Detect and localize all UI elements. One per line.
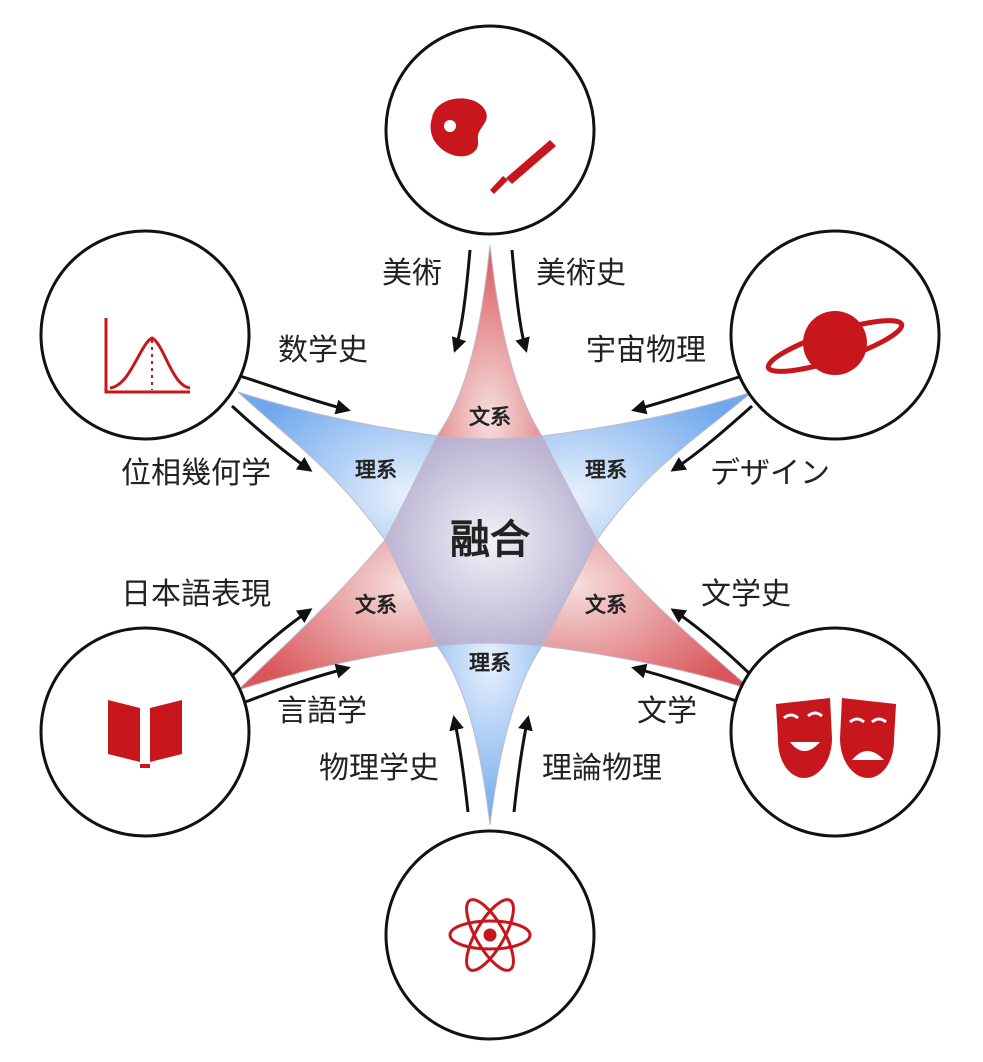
node-astro bbox=[729, 229, 941, 441]
label-theater-lower: 文学 bbox=[637, 694, 697, 729]
arrow-astro-lower bbox=[670, 404, 753, 472]
arrows bbox=[230, 249, 754, 813]
label-theater-upper: 文学史 bbox=[701, 577, 791, 612]
arrow-theater-upper bbox=[670, 608, 754, 678]
region-center bbox=[384, 435, 598, 647]
arrow-physics-right bbox=[512, 715, 533, 813]
theater-masks-icon bbox=[776, 698, 896, 778]
region-tag-upper-right: 理系 bbox=[585, 458, 627, 482]
label-physics-right: 理論物理 bbox=[542, 751, 662, 786]
palette-brush-icon bbox=[430, 98, 556, 194]
node-literature bbox=[39, 626, 251, 838]
region-tag-upper-left: 理系 bbox=[355, 458, 397, 482]
arrow-art-right bbox=[510, 249, 530, 353]
node-math bbox=[39, 229, 251, 441]
label-astro-upper: 宇宙物理 bbox=[586, 333, 706, 368]
label-art-left: 美術 bbox=[382, 256, 442, 291]
label-astro-lower: デザイン bbox=[710, 456, 830, 491]
region-tag-bottom: 理系 bbox=[469, 651, 511, 675]
label-physics-left: 物理学史 bbox=[319, 751, 439, 786]
star-shape bbox=[237, 244, 753, 826]
region-tag-lower-left: 文系 bbox=[355, 593, 397, 617]
label-literature-upper: 日本語表現 bbox=[121, 577, 271, 612]
node-theater bbox=[729, 626, 941, 838]
label-art-right: 美術史 bbox=[536, 256, 626, 291]
arrow-theater-lower bbox=[631, 663, 743, 705]
arrow-literature-lower bbox=[239, 663, 351, 706]
atom-icon bbox=[448, 898, 532, 972]
region-tag-lower-right: 文系 bbox=[585, 593, 627, 617]
saturn-planet-icon bbox=[765, 311, 905, 375]
arrow-literature-upper bbox=[230, 608, 313, 678]
arrow-astro-upper bbox=[631, 374, 743, 415]
label-literature-lower: 言語学 bbox=[277, 694, 367, 729]
center-label: 融合 bbox=[450, 517, 530, 563]
bell-curve-icon bbox=[104, 318, 191, 394]
label-math-lower: 位相幾何学 bbox=[121, 456, 271, 491]
arrow-math-upper bbox=[239, 374, 351, 415]
region-tag-top: 文系 bbox=[469, 405, 511, 429]
node-physics bbox=[384, 829, 596, 1041]
arrow-physics-left bbox=[449, 715, 470, 813]
arrow-math-lower bbox=[230, 404, 313, 472]
arrow-art-left bbox=[451, 249, 472, 353]
label-math-upper: 数学史 bbox=[278, 333, 368, 368]
open-book-icon bbox=[108, 700, 182, 768]
node-art bbox=[384, 24, 596, 236]
